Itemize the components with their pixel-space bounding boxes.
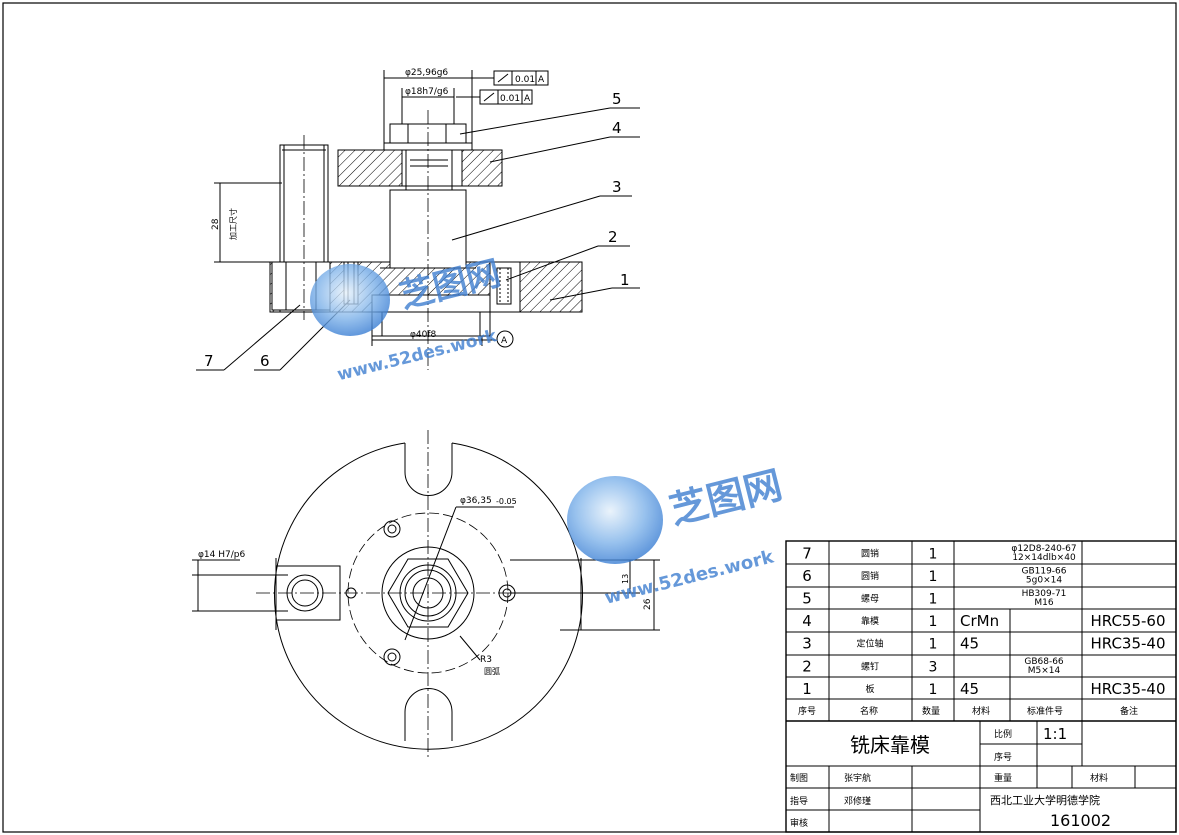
bom-cell-no: 7	[802, 544, 812, 562]
bom-cell-material: 45	[960, 635, 979, 653]
datum-a-label: A	[501, 336, 508, 346]
bom-header-material: 材料	[972, 705, 990, 717]
bom-cell-qty: 1	[929, 569, 938, 585]
drawing-title: 铣床靠模	[850, 733, 930, 757]
weight-label: 重量	[994, 772, 1012, 784]
dim-r3: R3	[480, 655, 492, 665]
scale-value: 1:1	[1043, 725, 1067, 743]
bom-cell-standard-2: 5g0×14	[1026, 576, 1062, 586]
bom-cell-no: 3	[802, 635, 812, 653]
bom-cell-name: 螺母	[861, 594, 879, 605]
top-plan-view	[192, 430, 660, 760]
bom-cell-qty: 1	[929, 637, 938, 653]
dim-d40: φ40f8	[410, 330, 437, 340]
bom-cell-no: 4	[802, 612, 812, 630]
balloon-7: 7	[204, 352, 214, 370]
bom-cell-no: 1	[802, 680, 812, 698]
bom-cell-qty: 1	[929, 592, 938, 608]
bom-cell-qty: 3	[929, 659, 938, 675]
bom-cell-name: 靠模	[861, 615, 879, 627]
bom-header-standard: 标准件号	[1027, 705, 1063, 717]
dim-d36: φ36,35	[460, 496, 492, 506]
bom-cell-name: 板	[865, 683, 874, 695]
dim-26: 26	[643, 598, 653, 610]
bom-cell-name: 螺钉	[861, 661, 879, 672]
bom-cell-no: 6	[802, 567, 812, 585]
dim-d36-tol: -0.05	[496, 497, 517, 506]
guide-label: 指导	[790, 795, 808, 807]
dim-d14: φ14 H7/p6	[198, 550, 245, 560]
bom-cell-standard: GB68-66	[1024, 657, 1064, 667]
front-section-view	[196, 70, 640, 371]
bom-header-no: 序号	[798, 705, 816, 717]
bom-cell-qty: 1	[929, 614, 938, 630]
dim-28-note: 加工尺寸	[228, 208, 238, 240]
bom-table	[785, 540, 1177, 833]
seq-label: 序号	[994, 751, 1012, 763]
check-label: 审核	[790, 817, 808, 829]
dim-13: 13	[621, 574, 630, 584]
runout-value-2: 0.01	[500, 94, 520, 104]
drawn-by: 张宇航	[844, 772, 871, 784]
bom-cell-standard: GB119-66	[1021, 567, 1066, 577]
bom-cell-no: 5	[802, 590, 812, 608]
bom-cell-qty: 1	[929, 546, 938, 562]
bom-cell-no: 2	[802, 657, 812, 675]
bom-cell-material: 45	[960, 680, 979, 698]
watermark-cn-lower: 芝图网	[665, 463, 786, 533]
bom-cell-standard-2: M5×14	[1028, 666, 1061, 676]
dim-r3-note: 圆弧	[484, 666, 500, 676]
bom-header-qty: 数量	[922, 705, 940, 717]
balloon-6: 6	[260, 352, 270, 370]
drawn-label: 制图	[790, 772, 808, 784]
bom-cell-note: HRC35-40	[1090, 635, 1165, 653]
guide-by: 邓修瑾	[844, 795, 871, 807]
scale-label: 比例	[994, 728, 1012, 740]
dim-d18: φ18h7/g6	[405, 87, 449, 97]
bom-cell-name: 定位轴	[856, 638, 883, 650]
runout-value-1: 0.01	[515, 75, 535, 85]
runout-datum-2: A	[524, 94, 531, 104]
balloon-3: 3	[612, 178, 622, 196]
bom-cell-material: CrMn	[960, 612, 999, 630]
drawing-number: 161002	[1050, 811, 1111, 830]
bom-header-note: 备注	[1120, 705, 1138, 717]
bom-cell-standard: HB309-71	[1022, 589, 1067, 599]
bom-header-name: 名称	[860, 705, 878, 717]
balloon-1: 1	[620, 271, 630, 289]
bom-cell-note: HRC55-60	[1090, 612, 1165, 630]
school-name: 西北工业大学明德学院	[990, 793, 1100, 807]
bom-cell-name: 圆销	[861, 570, 879, 582]
bom-cell-qty: 1	[929, 682, 938, 698]
bom-cell-standard-2: M16	[1034, 598, 1053, 608]
bom-cell-standard-2: 12×14dlb×40	[1012, 553, 1076, 563]
dim-28: 28	[211, 218, 221, 230]
bom-cell-name: 圆销	[861, 547, 879, 559]
balloon-2: 2	[608, 228, 618, 246]
balloon-5: 5	[612, 90, 622, 108]
dim-d25: φ25,96g6	[405, 68, 448, 78]
watermark-lower: 芝图网 www.52des.work	[567, 463, 786, 609]
balloon-4: 4	[612, 119, 622, 137]
bom-cell-standard: φ12D8-240-67	[1011, 544, 1076, 554]
material-label: 材料	[1090, 772, 1108, 784]
bom-cell-note: HRC35-40	[1090, 680, 1165, 698]
runout-datum-1: A	[538, 75, 545, 85]
